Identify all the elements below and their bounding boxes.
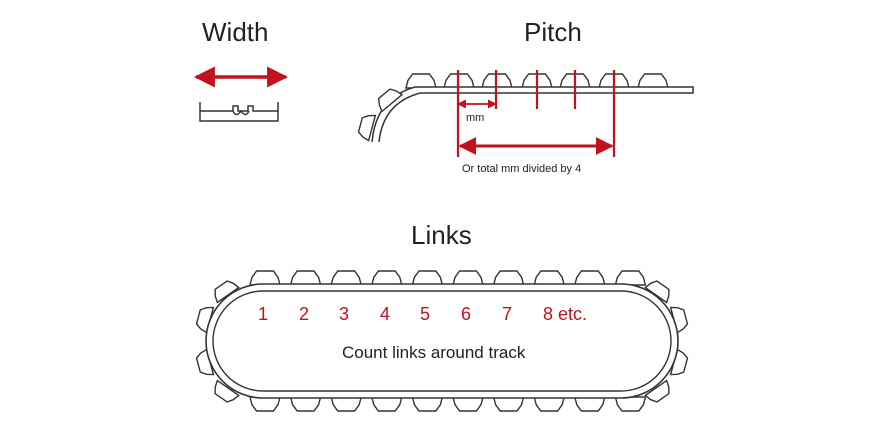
track-lug [644,280,670,304]
track-lug [330,396,363,412]
track-lug [249,396,281,412]
links-track-lugs [195,270,689,412]
track-guide-lug [232,109,250,116]
link-number: 3 [339,304,350,324]
track-lug [637,73,669,89]
link-number: 1 [258,304,269,324]
track-lug [533,270,566,286]
track-lug [214,280,240,304]
link-number: 4 [380,304,391,324]
links-title: Links [411,220,472,250]
pitch-track-belt [371,86,694,143]
track-lug [370,396,403,412]
pitch-title: Pitch [524,17,582,47]
track-lug [214,379,240,403]
track-lug [357,114,377,142]
track-lug [370,270,403,286]
link-number: 7 [502,304,513,324]
link-number: 5 [420,304,431,324]
track-lug [492,270,525,286]
track-lug [614,270,647,286]
width-figure [193,66,289,122]
track-lug [644,379,670,403]
pitch-total-note: Or total mm divided by 4 [462,163,582,175]
pitch-curve-lugs [357,88,404,142]
track-lug [452,396,484,412]
track-lug [669,348,689,376]
track-lug [330,270,363,286]
pitch-figure [357,70,694,157]
pitch-mm-label: mm [466,112,485,124]
track-lug [289,270,322,286]
track-lug [289,396,322,412]
link-number: 2 [299,304,310,324]
track-lug [195,306,215,334]
track-lug [377,88,404,113]
track-lug [411,270,444,286]
links-instruction: Count links around track [342,343,526,362]
track-cross-section [199,102,279,122]
links-figure [195,270,689,412]
track-lug [573,396,606,412]
track-lug [533,396,566,412]
width-title: Width [202,17,269,47]
link-number: 8 etc. [543,304,588,324]
link-number: 6 [461,304,472,324]
track-lug [452,270,484,286]
links-track-inner [212,290,672,392]
track-lug [492,396,525,412]
track-lug [614,396,647,412]
track-lug [573,270,606,286]
track-lug [411,396,444,412]
track-lug [405,73,437,89]
track-lug [249,270,281,286]
